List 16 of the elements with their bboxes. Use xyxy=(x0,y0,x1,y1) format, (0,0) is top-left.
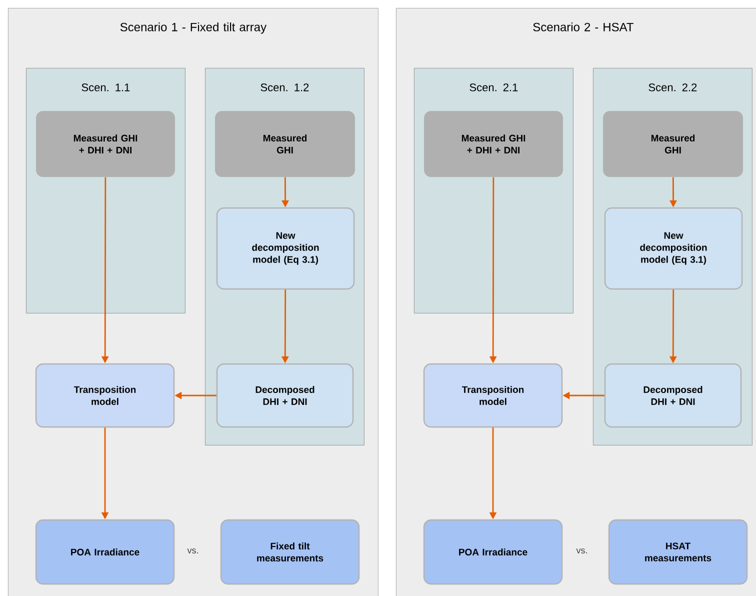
input-box: Measured GHI xyxy=(603,111,743,177)
result-box: HSAT measurements xyxy=(608,519,748,585)
process-box: Decomposed DHI + DNI xyxy=(216,363,354,428)
input-box: Measured GHI + DHI + DNI xyxy=(424,111,563,177)
input-box: Measured GHI + DHI + DNI xyxy=(36,111,175,177)
result-box: POA Irradiance xyxy=(35,519,175,585)
result-box: Fixed tilt measurements xyxy=(220,519,360,585)
comparison-label: vs. xyxy=(187,548,198,554)
process-box: New decomposition model (Eq 3.1) xyxy=(604,207,743,290)
process-box: Transposition model xyxy=(423,363,563,428)
input-box: Measured GHI xyxy=(215,111,355,177)
result-box: POA Irradiance xyxy=(423,519,563,585)
process-box: Decomposed DHI + DNI xyxy=(604,363,742,428)
process-box: New decomposition model (Eq 3.1) xyxy=(216,207,355,290)
comparison-label: vs. xyxy=(576,548,587,554)
process-box: Transposition model xyxy=(35,363,175,428)
